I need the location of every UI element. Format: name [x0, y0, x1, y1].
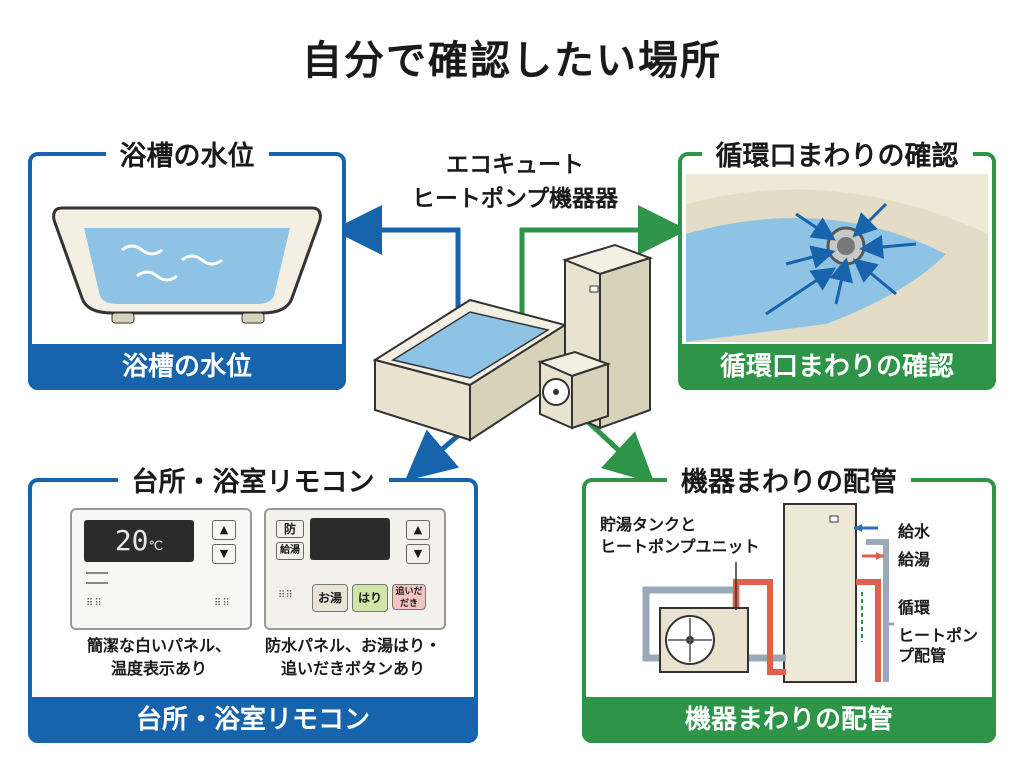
remote-bousui-button[interactable]: 防	[276, 520, 304, 538]
piping-illustration	[642, 503, 894, 683]
remote-grille	[86, 572, 108, 584]
piping-callout: 貯湯タンクと ヒートポンプユニット	[600, 515, 760, 556]
remote2-caption: 防水パネル、お湯はり・ 追いだきボタンあり	[264, 636, 441, 678]
panel-tub-level-footer: 浴槽の水位	[28, 344, 346, 390]
speaker-holes-icon: ⠿⠿	[86, 598, 103, 609]
legend-hot-supply: 給湯	[898, 550, 931, 569]
remote-up-button[interactable]: ▲	[406, 520, 430, 540]
panel-remotes: 台所・浴室リモコン 20℃ ▲ ▼ ⠿⠿ ⠿⠿ 簡潔な白いパネル、 温度表示あり…	[28, 467, 478, 743]
panel-remotes-footer: 台所・浴室リモコン	[28, 697, 478, 743]
arrow-to-tub-level	[332, 205, 461, 340]
kitchen-remote: 20℃ ▲ ▼ ⠿⠿ ⠿⠿	[70, 508, 252, 630]
legend-water-supply: 給水	[898, 522, 931, 541]
circulation-port-illustration	[686, 174, 988, 342]
remote-down-button[interactable]: ▼	[212, 544, 236, 564]
legend-heatpump-pipe: ヒートポン プ配管	[898, 626, 979, 665]
panel-circulation: 循環口まわりの確認 循環口まわりの確認	[678, 141, 996, 390]
page-title: 自分で確認したい場所	[302, 38, 722, 84]
panel-circulation-heading: 循環口まわりの確認	[701, 141, 973, 172]
center-label: エコキュート ヒートポンプ機器器	[360, 148, 670, 216]
remote-up-button[interactable]: ▲	[212, 520, 236, 540]
panel-piping-footer: 機器まわりの配管	[582, 697, 996, 743]
panel-tub-level: 浴槽の水位 浴槽の水位	[28, 141, 346, 390]
bathtub-illustration	[52, 206, 322, 324]
remote-display: 20℃	[84, 520, 194, 562]
speaker-holes-icon: ⠿⠿	[278, 590, 293, 601]
arrow-to-circulation	[519, 205, 688, 320]
remote-temperature: 20	[114, 524, 149, 557]
ofuro-button[interactable]: お湯	[312, 584, 348, 612]
remote1-caption: 簡潔な白いパネル、 温度表示あり	[86, 636, 231, 678]
center-label-line2: ヒートポンプ機器器	[411, 186, 619, 212]
oidaki-button[interactable]: 追いだ だき	[392, 584, 426, 610]
remote-temp-unit: ℃	[148, 539, 164, 554]
panel-tub-level-heading: 浴槽の水位	[105, 141, 269, 172]
legend-circulation: 循環	[898, 598, 931, 617]
panel-piping: 機器まわりの配管 貯湯タンクと ヒートポンプユニット 給水 給湯 循環 ヒートポ…	[582, 467, 996, 743]
panel-circulation-footer: 循環口まわりの確認	[678, 344, 996, 390]
center-heatpump-illustration	[537, 350, 612, 430]
remote-down-button[interactable]: ▼	[406, 544, 430, 564]
remote-display	[310, 518, 390, 560]
center-label-line1: エコキュート	[446, 152, 584, 178]
remote-kyuto-button[interactable]: 給湯	[276, 542, 304, 560]
center-bathtub-illustration	[372, 298, 568, 442]
bathroom-remote: 防 給湯 ▲ ▼ ⠿⠿ お湯 はり 追いだ だき	[264, 508, 446, 630]
speaker-holes-icon: ⠿⠿	[214, 598, 231, 609]
panel-remotes-heading: 台所・浴室リモコン	[117, 467, 389, 498]
panel-piping-heading: 機器まわりの配管	[667, 467, 911, 498]
hari-button[interactable]: はり	[352, 584, 388, 612]
arrow-to-piping	[584, 418, 655, 484]
